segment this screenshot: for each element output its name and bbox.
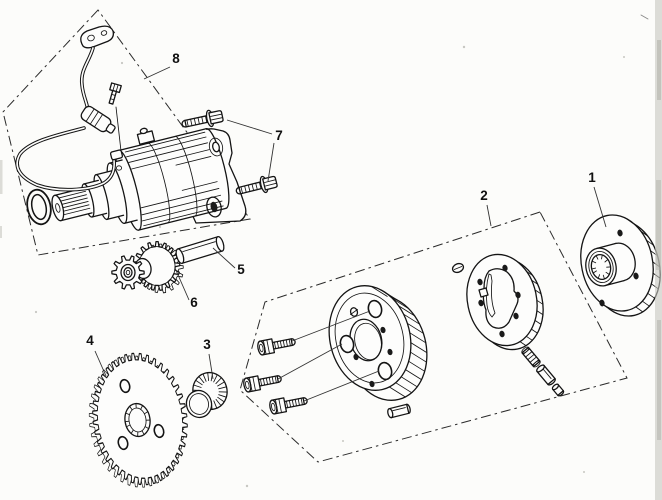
- clutch-spring: [521, 346, 541, 368]
- clutch-bolt: [257, 338, 296, 356]
- callout-1: 1: [588, 170, 596, 185]
- motor-body-hatch: [124, 131, 224, 227]
- callout-5: 5: [237, 262, 245, 277]
- paper-specks: [34, 45, 625, 488]
- paper-edge-texture: [655, 0, 662, 500]
- callout-3: 3: [203, 337, 211, 352]
- clutch-bolt: [269, 397, 308, 415]
- callout-4: 4: [86, 333, 94, 348]
- starter-driven-gear: [88, 352, 188, 488]
- flange-ear-hole: [210, 201, 218, 213]
- clutch-cam-plate: [466, 253, 544, 351]
- o-ring: [26, 188, 52, 226]
- callout-8: 8: [172, 51, 180, 66]
- clutch-group-outline: [239, 211, 628, 463]
- bolt-alignment-lines: [277, 310, 380, 402]
- motor-splined-shaft: [51, 186, 93, 222]
- clutch-cap: [551, 383, 565, 397]
- starter-idler-gear: [111, 240, 184, 294]
- callout-7: 7: [275, 128, 283, 143]
- callouts: 1 2 3 4 5 6 7 8: [86, 51, 607, 380]
- needle-bearing: [185, 371, 228, 419]
- cable-lug: [80, 25, 114, 49]
- clutch-bolt: [243, 375, 282, 393]
- scan-edge-marks: [0, 14, 649, 238]
- set-screw: [451, 262, 465, 274]
- callout-2: 2: [480, 188, 488, 203]
- clutch-housing: [328, 285, 428, 401]
- drive-hub: [580, 214, 661, 317]
- starter-mounting-bolt: [181, 109, 224, 128]
- terminal-bolt: [108, 82, 122, 105]
- callout-6: 6: [190, 295, 198, 310]
- clutch-roller-pin: [387, 403, 411, 419]
- starter-cable: [15, 25, 124, 192]
- flange-ear-hole: [212, 141, 220, 153]
- cable-boot: [80, 105, 116, 134]
- clutch-roller: [536, 364, 556, 386]
- starter-mounting-bolt: [235, 175, 278, 195]
- idler-shaft-pin: [175, 235, 225, 265]
